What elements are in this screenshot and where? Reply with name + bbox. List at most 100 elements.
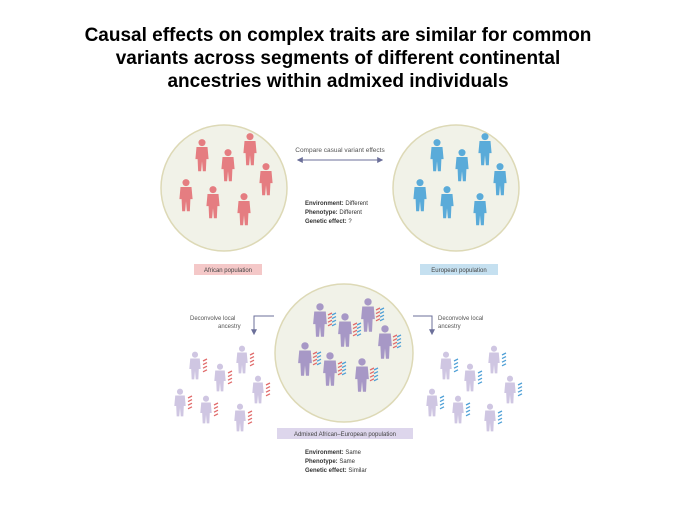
dna-segment-icon xyxy=(337,361,343,376)
slide-title: Causal effects on complex traits are sim… xyxy=(0,24,676,93)
svg-text:Environment: Different: Environment: Different xyxy=(305,201,368,207)
svg-text:Environment: Same: Environment: Same xyxy=(305,450,362,456)
dna-segment-icon xyxy=(202,358,208,373)
svg-text:Genetic effect: Similar: Genetic effect: Similar xyxy=(305,468,367,474)
deconvolved-person-icon xyxy=(200,395,212,424)
dna-segment-icon xyxy=(341,361,347,376)
title-line-3: ancestries within admixed individuals xyxy=(167,71,509,92)
african-person-icon xyxy=(221,149,235,182)
admixed-label-box xyxy=(277,428,413,439)
deconvolved-person-icon xyxy=(484,403,496,432)
top-phenotype-value: Different xyxy=(339,210,362,216)
dna-segment-icon xyxy=(352,322,358,337)
deconvolved-person-icon xyxy=(504,375,516,404)
dna-segment-icon xyxy=(497,410,503,425)
bottom-environment-key: Environment: xyxy=(305,450,344,456)
admixed-person-icon xyxy=(338,313,352,347)
bottom-phenotype-value: Same xyxy=(339,459,355,465)
european-population-label: European population xyxy=(431,268,486,274)
dna-segment-icon xyxy=(249,352,255,367)
dna-segment-icon xyxy=(375,307,381,322)
deconvolve-right-line-1: Deconvolve local xyxy=(438,316,483,322)
admixed-population-label: Admixed African–European population xyxy=(294,432,396,438)
deconvolved-person-icon xyxy=(440,351,452,380)
bottom-stats: Environment: Same Phenotype: Same Geneti… xyxy=(305,450,367,474)
dna-segment-icon xyxy=(227,370,233,385)
admixed-person-icon xyxy=(313,303,327,337)
deconvolved-person-icon xyxy=(452,395,464,424)
admixed-person-icon xyxy=(361,298,375,332)
dna-segment-icon xyxy=(213,402,219,417)
european-person-icon xyxy=(440,186,454,219)
dna-segment-icon xyxy=(187,395,193,410)
top-genetic-key: Genetic effect: xyxy=(305,219,347,225)
bottom-environment-value: Same xyxy=(345,450,361,456)
bottom-phenotype-key: Phenotype: xyxy=(305,459,338,465)
deconvolved-person-icon xyxy=(252,375,264,404)
african-label-box xyxy=(194,264,262,275)
deconvolved-person-icon xyxy=(214,363,226,392)
dna-segment-icon xyxy=(453,358,459,373)
deconvolve-right-arrow xyxy=(413,315,435,336)
dna-segment-icon xyxy=(517,382,523,397)
admixed-person-icon xyxy=(355,358,369,392)
deconvolve-left-line-1: Deconvolve local xyxy=(190,316,235,322)
european-person-icon xyxy=(413,179,427,212)
dna-segment-icon xyxy=(356,322,362,337)
admixed-person-icon xyxy=(323,352,337,386)
african-population-circle xyxy=(160,124,288,252)
bottom-genetic-value: Similar xyxy=(348,468,366,474)
dna-segment-icon xyxy=(369,367,375,382)
top-environment-key: Environment: xyxy=(305,201,344,207)
dna-segment-icon xyxy=(327,312,333,327)
european-person-icon xyxy=(478,133,492,166)
dna-segment-icon xyxy=(396,334,402,349)
dna-segment-icon xyxy=(501,352,507,367)
deconvolve-right-line-2: ancestry xyxy=(438,324,461,330)
title-line-1: Causal effects on complex traits are sim… xyxy=(84,25,592,46)
deconvolved-person-icon xyxy=(174,388,186,417)
compare-label: Compare casual variant effects xyxy=(295,147,385,154)
european-label-box xyxy=(420,264,498,275)
deconvolved-person-icon xyxy=(189,351,201,380)
european-person-icon xyxy=(430,139,444,172)
dna-segment-icon xyxy=(373,367,379,382)
european-person-icon xyxy=(473,193,487,226)
deconvolve-left-arrow xyxy=(251,315,274,336)
admixed-person-icon xyxy=(378,325,392,359)
dna-segment-icon xyxy=(439,395,445,410)
deconvolved-person-icon xyxy=(234,403,246,432)
dna-segment-icon xyxy=(477,370,483,385)
admixed-person-icon xyxy=(298,342,312,376)
african-person-icon xyxy=(237,193,251,226)
dna-segment-icon xyxy=(465,402,471,417)
svg-text:Genetic effect: ?: Genetic effect: ? xyxy=(305,219,352,225)
deconvolved-person-icon xyxy=(236,345,248,374)
top-phenotype-key: Phenotype: xyxy=(305,210,338,216)
african-person-icon xyxy=(259,163,273,196)
african-person-icon xyxy=(195,139,209,172)
dna-segment-icon xyxy=(392,334,398,349)
title-line-2: variants across segments of different co… xyxy=(115,48,561,69)
dna-segment-icon xyxy=(379,307,385,322)
deconvolved-person-icon xyxy=(426,388,438,417)
deconvolved-person-icon xyxy=(488,345,500,374)
european-person-icon xyxy=(455,149,469,182)
deconvolved-person-icon xyxy=(464,363,476,392)
european-population-circle xyxy=(392,124,520,252)
top-genetic-value: ? xyxy=(348,219,352,225)
dna-segment-icon xyxy=(331,312,337,327)
top-environment-value: Different xyxy=(345,201,368,207)
dna-segment-icon xyxy=(316,351,322,366)
african-person-icon xyxy=(179,179,193,212)
deconvolve-left-line-2: ancestry xyxy=(218,324,241,330)
dna-segment-icon xyxy=(312,351,318,366)
svg-text:Phenotype: Same: Phenotype: Same xyxy=(305,459,356,465)
european-person-icon xyxy=(493,163,507,196)
top-stats: Environment: Different Phenotype: Differ… xyxy=(305,201,368,225)
admixed-population-circle xyxy=(274,283,414,423)
svg-text:Phenotype: Different: Phenotype: Different xyxy=(305,210,362,216)
people-layer xyxy=(174,133,523,432)
african-person-icon xyxy=(243,133,257,166)
dna-segment-icon xyxy=(247,410,253,425)
